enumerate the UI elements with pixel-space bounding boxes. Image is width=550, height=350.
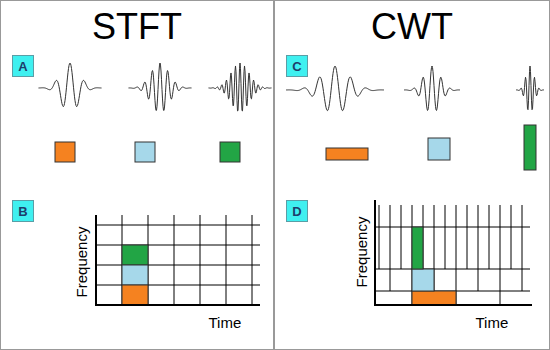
axis (95, 215, 97, 305)
panel-title: CWT (275, 7, 549, 47)
panel-letter: C (292, 60, 301, 73)
grid-line (379, 205, 380, 269)
orange-cell (412, 291, 456, 305)
grid-line (390, 269, 391, 291)
grid-line (511, 205, 512, 269)
method-panel: C D CWT (274, 0, 550, 350)
grid-line (522, 205, 523, 269)
panel-letter: A (18, 60, 27, 73)
grid-line (96, 245, 260, 246)
blue-cell (412, 269, 434, 291)
grid-line (500, 269, 501, 291)
blue-window (135, 142, 155, 162)
wavelet-curve (39, 63, 102, 106)
grid-line (467, 205, 468, 269)
grid-line (434, 205, 435, 269)
axis-label: Time (476, 314, 509, 332)
grid-line (489, 205, 490, 269)
tiling-grid (96, 205, 530, 305)
panel-tag: C (286, 55, 308, 77)
grid-line (200, 215, 201, 305)
wavelet-curve (209, 63, 272, 111)
grid-line (500, 205, 501, 269)
green-window (220, 142, 240, 162)
grid-line (96, 285, 260, 286)
grid-line (478, 269, 479, 291)
grid-line (522, 269, 523, 291)
axis (95, 304, 260, 306)
wavelet-curve (404, 66, 460, 110)
wavelet-curve (516, 66, 544, 110)
panel-title: STFT (1, 7, 273, 47)
grid-line (390, 205, 391, 269)
panel-letter: B (18, 205, 27, 218)
grid-line (96, 265, 260, 266)
grid-line (445, 205, 446, 269)
grid-line (456, 205, 457, 269)
panel-tag: A (12, 55, 34, 77)
grid-line (96, 225, 260, 226)
blue-cell (122, 265, 148, 285)
panel-letter: D (292, 205, 301, 218)
grid-line (226, 215, 227, 305)
green-cell (122, 245, 148, 265)
axis-label: Frequency (353, 217, 371, 288)
axis (374, 304, 532, 306)
grid-line (478, 205, 479, 269)
grid-line (375, 269, 530, 270)
axis-label: Time (209, 314, 242, 332)
axis (374, 200, 376, 305)
axis-label: Frequency (73, 227, 91, 298)
grid-line (401, 205, 402, 269)
method-panel: A B STFT (0, 0, 274, 350)
wavelet-curve (129, 63, 192, 110)
grid-line (252, 215, 253, 305)
green-window (524, 125, 536, 170)
green-cell (412, 227, 423, 269)
panel-tag: B (12, 200, 34, 222)
grid-line (174, 215, 175, 305)
grid-line (500, 291, 501, 305)
blue-window (428, 138, 450, 160)
panel-tag: D (286, 200, 308, 222)
orange-window (326, 148, 368, 160)
orange-cell (122, 285, 148, 305)
grid-line (456, 269, 457, 291)
grid-line (375, 227, 530, 228)
orange-window (55, 142, 75, 162)
